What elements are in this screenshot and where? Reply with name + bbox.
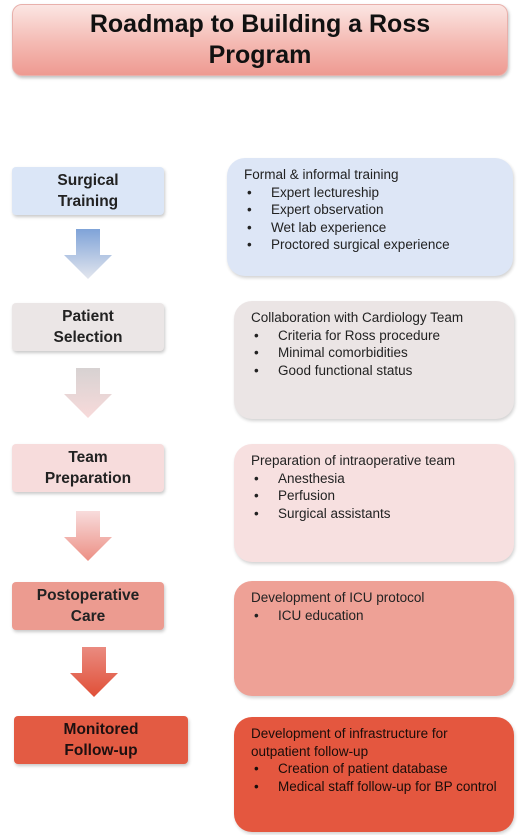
description-heading: Formal & informal training — [244, 167, 399, 182]
stage-label: Postoperative Care — [36, 587, 140, 625]
bullet-list: Creation of patient database Medical sta… — [251, 760, 502, 795]
description-box-patient-selection: Collaboration with Cardiology Team Crite… — [234, 301, 514, 419]
page-title-text: Roadmap to Building a Ross Program — [89, 10, 431, 69]
down-arrow-icon — [64, 511, 112, 561]
bullet-list: Criteria for Ross procedure Minimal como… — [251, 327, 502, 380]
down-arrow-icon — [64, 368, 112, 418]
bullet-item: Creation of patient database — [251, 760, 502, 778]
stage-box-patient-selection: Patient Selection — [12, 303, 164, 351]
bullet-list: ICU education — [251, 607, 502, 625]
description-box-monitored-follow-up: Development of infrastructure for outpat… — [234, 717, 514, 832]
description-heading: Development of infrastructure for outpat… — [251, 726, 448, 759]
bullet-list: Expert lectureship Expert observation We… — [244, 184, 501, 254]
stage-label: Monitored Follow-up — [63, 721, 139, 759]
bullet-item: Surgical assistants — [251, 505, 502, 523]
stage-box-monitored-follow-up: Monitored Follow-up — [14, 716, 188, 764]
description-box-postoperative-care: Development of ICU protocol ICU educatio… — [234, 581, 514, 696]
stage-box-team-preparation: Team Preparation — [12, 444, 164, 492]
bullet-list: Anesthesia Perfusion Surgical assistants — [251, 470, 502, 523]
stage-label: Surgical Training — [57, 172, 119, 210]
bullet-item: Expert lectureship — [244, 184, 501, 202]
bullet-item: Perfusion — [251, 487, 502, 505]
description-box-surgical-training: Formal & informal training Expert lectur… — [227, 158, 513, 276]
stage-box-surgical-training: Surgical Training — [12, 167, 164, 215]
page-title: Roadmap to Building a Ross Program — [12, 4, 508, 76]
stage-box-postoperative-care: Postoperative Care — [12, 582, 164, 630]
description-heading: Development of ICU protocol — [251, 590, 425, 605]
down-arrow-icon — [64, 229, 112, 279]
stage-label: Team Preparation — [44, 449, 132, 487]
stage-label: Patient Selection — [53, 308, 123, 346]
bullet-item: Minimal comorbidities — [251, 344, 502, 362]
description-heading: Collaboration with Cardiology Team — [251, 310, 464, 325]
bullet-item: Anesthesia — [251, 470, 502, 488]
bullet-item: Good functional status — [251, 362, 502, 380]
bullet-item: Wet lab experience — [244, 219, 501, 237]
bullet-item: Proctored surgical experience — [244, 236, 501, 254]
bullet-item: Medical staff follow-up for BP control — [251, 778, 502, 796]
description-box-team-preparation: Preparation of intraoperative team Anest… — [234, 444, 514, 562]
bullet-item: ICU education — [251, 607, 502, 625]
down-arrow-icon — [70, 647, 118, 697]
bullet-item: Criteria for Ross procedure — [251, 327, 502, 345]
bullet-item: Expert observation — [244, 201, 501, 219]
description-heading: Preparation of intraoperative team — [251, 453, 456, 468]
